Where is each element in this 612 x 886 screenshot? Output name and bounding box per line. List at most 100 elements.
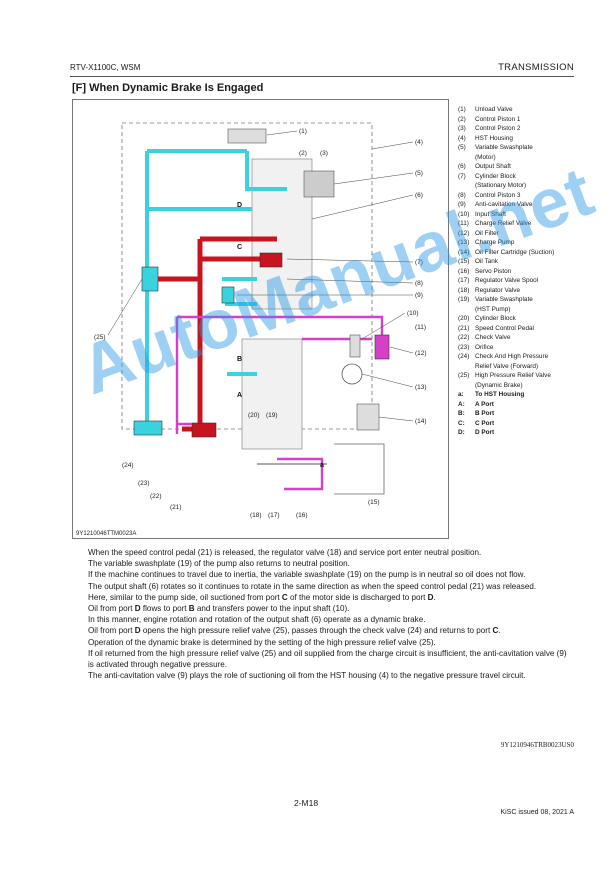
callout-8: (8) [415, 280, 423, 287]
port-c-label: D [237, 202, 242, 209]
legend-item: (2)Control Piston 1 [458, 115, 521, 123]
red-valve-block [191, 422, 217, 438]
legend-subtext: (Dynamic Brake) [475, 381, 523, 389]
port-d-label: C [237, 244, 242, 251]
callout-7: (7) [415, 259, 423, 266]
body-paragraph: The output shaft (6) rotates so it conti… [88, 581, 537, 591]
port-b-label: B [237, 356, 242, 363]
callout-12: (12) [415, 350, 427, 357]
legend-item: (20)Cylinder Block [458, 315, 516, 322]
body-paragraph: In this manner, engine rotation and rota… [88, 615, 426, 625]
body-text: When the speed control pedal (21) is rel… [88, 547, 574, 681]
legend-item: (9)Anti-cavitation Valve [458, 201, 533, 208]
callout-19: (19) [266, 412, 278, 419]
magenta-circuit [175, 315, 384, 491]
legend-item: (25)High Pressure Relief Valve [458, 372, 551, 379]
figure-code: 9Y1210046TTM0023A [76, 531, 136, 537]
control-piston-2 [303, 170, 335, 198]
body-paragraph: Oil from port D flows to port B and tran… [88, 604, 350, 614]
callout-2: (2) [299, 150, 307, 157]
legend-subtext: Relief Valve (Forward) [475, 362, 539, 370]
check-valve-24 [133, 420, 163, 436]
legend-item: (21)Speed Control Pedal [458, 324, 534, 332]
legend-item: (11)Charge Relief Valve [458, 220, 532, 227]
legend-item: (8)Control Piston 3 [458, 191, 521, 199]
diagram-frame [72, 99, 449, 539]
legend-item: (13)Charge Pump [458, 239, 515, 246]
port-legend-item: a:To HST Housing [458, 391, 525, 398]
callout-20: (20) [248, 412, 260, 419]
callout-10: (10) [407, 310, 419, 317]
callout-16: (16) [296, 512, 308, 519]
legend-item: (15)Oil Tank [458, 258, 498, 265]
callout-21: (21) [170, 504, 182, 511]
legend-item: (17)Regulator Valve Spool [458, 277, 539, 284]
unload-valve-body [227, 128, 267, 144]
charge-pump [341, 363, 363, 385]
callout-23: (23) [138, 480, 150, 487]
body-paragraph: If the machine continues to travel due t… [88, 570, 526, 580]
charge-relief-valve [349, 334, 361, 358]
control-piston-3 [259, 252, 283, 268]
section-title: [F] When Dynamic Brake Is Engaged [72, 82, 264, 94]
document-code: 9Y1210946TRB0023US0 [500, 741, 574, 749]
port-legend-item: C:C Port [458, 419, 495, 427]
callout-17: (17) [268, 512, 280, 519]
callout-5: (5) [415, 170, 423, 177]
legend-item: (16)Servo Piston [458, 267, 512, 275]
port-legend-item: D:D Port [458, 429, 495, 436]
body-paragraph: The variable swashplate (19) of the pump… [88, 559, 350, 569]
body-paragraph: Here, similar to the pump side, oil suct… [88, 592, 436, 602]
callout-18: (18) [250, 512, 262, 519]
callout-9: (9) [415, 292, 423, 299]
header-section: TRANSMISSION [498, 62, 574, 73]
legend-item: (6)Output Shaft [458, 163, 511, 170]
legend-item: (7)Cylinder Block [458, 172, 516, 180]
legend-item: (24)Check And High Pressure [458, 353, 549, 360]
leader-lines [107, 130, 414, 422]
anti-cavitation-valve [221, 286, 235, 304]
port-a-lower-label: a [320, 462, 324, 469]
callout-1: (1) [299, 128, 307, 135]
callout-24: (24) [122, 462, 134, 469]
legend-item: (12)Oil Filter [458, 229, 499, 237]
header-rule [70, 76, 574, 77]
oil-filter [374, 334, 390, 360]
body-paragraph: Operation of the dynamic brake is determ… [88, 637, 436, 647]
oil-filter-cartridge [356, 403, 380, 431]
page-number: 2-M18 [293, 798, 319, 808]
footer-issue: KiSC issued 08, 2021 A [500, 809, 574, 816]
port-legend-item: B:B Port [458, 410, 495, 417]
legend-item: (19)Variable Swashplate [458, 296, 533, 303]
legend-item: (5)Variable Swashplate [458, 144, 533, 151]
legend-item: (1)Unload Valve [458, 106, 513, 113]
hydraulic-diagram: D C B A a (1) (2) (3) (4) (5) (6) (7) (8… [72, 99, 449, 539]
callout-11: (11) [415, 324, 426, 331]
callout-15: (15) [368, 499, 380, 506]
legend-item: (14)Oil Filter Cartridge (Suction) [458, 248, 555, 256]
legend-item: (23)Orifice [458, 343, 494, 351]
callout-3: (3) [320, 150, 328, 157]
legend-item: (18)Regulator Valve [458, 286, 520, 294]
legend-item: (10)Input Shaft [458, 210, 506, 218]
pump-body [241, 338, 303, 450]
legend-item: (3)Control Piston 2 [458, 125, 521, 132]
body-paragraph: The anti-cavitation valve (9) plays the … [88, 671, 526, 681]
callout-22: (22) [150, 493, 162, 500]
body-paragraph: When the speed control pedal (21) is rel… [88, 548, 482, 557]
body-paragraph: Oil from port D opens the high pressure … [88, 626, 501, 636]
legend-item: (22)Check Valve [458, 334, 511, 341]
header-model: RTV-X1100C, WSM [70, 63, 141, 72]
motor-body [251, 158, 313, 310]
legend-subtext: (Stationary Motor) [475, 182, 527, 189]
callout-25: (25) [94, 334, 106, 341]
legend-subtext: (HST Pump) [475, 305, 511, 313]
callout-13: (13) [415, 384, 427, 391]
port-legend-item: A:A Port [458, 400, 494, 408]
port-a-label: A [237, 392, 242, 399]
legend-subtext: (Motor) [475, 153, 496, 161]
callout-4: (4) [415, 139, 423, 146]
legend: (1)Unload Valve (2)Control Piston 1 (3)C… [458, 105, 598, 438]
legend-item: (4)HST Housing [458, 134, 513, 142]
relief-valve-25 [141, 266, 159, 292]
